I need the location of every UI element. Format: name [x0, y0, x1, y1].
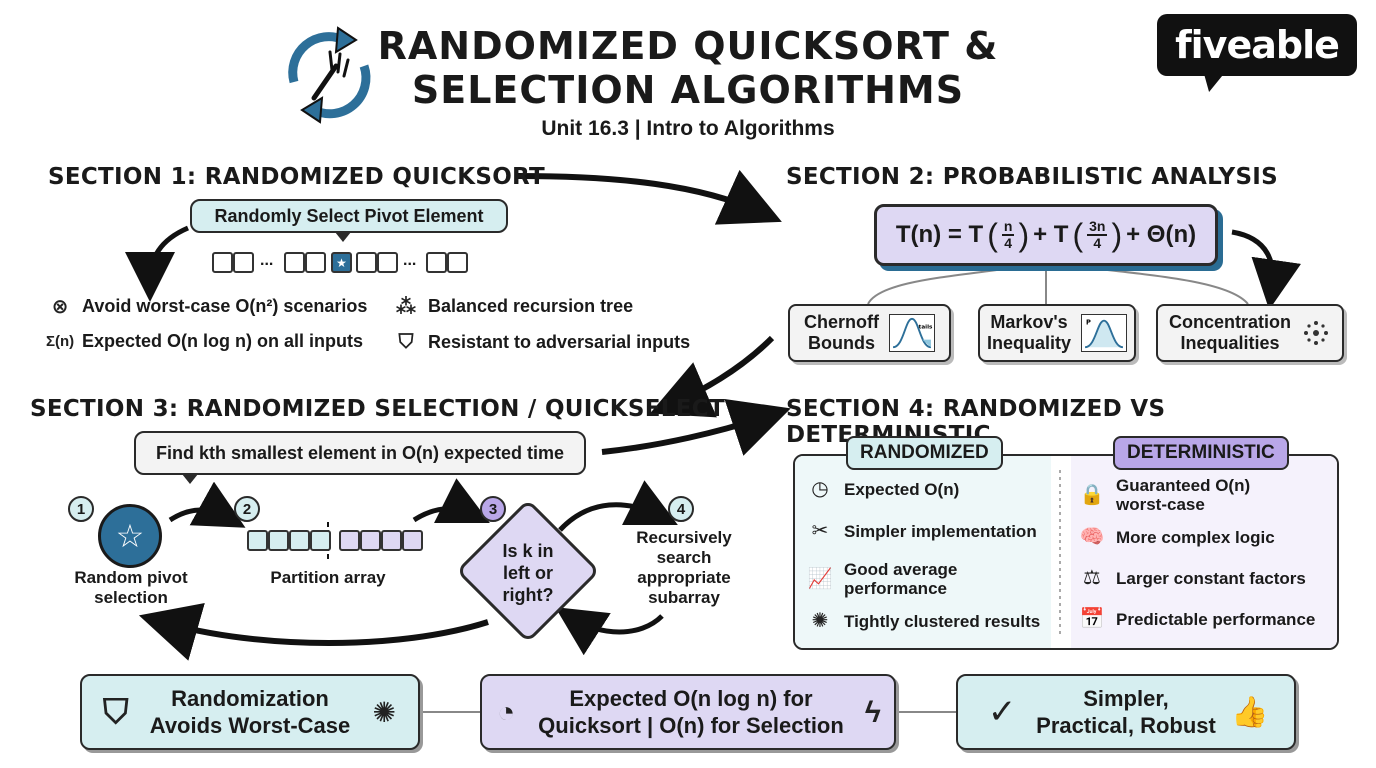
page-title-line2: SELECTION ALGORITHMS: [411, 68, 965, 112]
rand-row-simpler: ✂ Simpler implementation: [806, 520, 1037, 542]
calendar-check-icon: 📅: [1079, 608, 1105, 630]
feature-expected-nlogn: Σ(n) Expected O(n log n) on all inputs: [46, 331, 364, 351]
section2-heading: SECTION 2: PROBABILISTIC ANALYSIS: [786, 164, 1279, 190]
pivot-star-icon: ★: [331, 252, 352, 273]
callout-pointer: [335, 232, 351, 242]
lock-icon: 🔒: [1079, 483, 1105, 506]
secure-network-icon: ✺: [372, 696, 396, 728]
recycle-fork-icon: [288, 26, 371, 124]
feature-adversarial: ⛉ Resistant to adversarial inputs: [392, 331, 691, 354]
det-row-constants: ⚖ Larger constant factors: [1078, 567, 1306, 589]
section1-heading: SECTION 1: RANDOMIZED QUICKSORT: [48, 164, 546, 190]
lightning-icon: ϟ: [864, 695, 881, 729]
brain-icon: 🧠: [1079, 526, 1105, 548]
tools-icon: ✂: [811, 520, 829, 542]
bubble-pointer: [182, 474, 198, 484]
footer-practical: ✓ Simpler,Practical, Robust 👍: [956, 674, 1296, 750]
svg-text:tails: tails: [919, 324, 933, 330]
thumbs-up-icon: 👍: [1231, 695, 1269, 729]
fiveable-logo: fiveable: [1157, 14, 1357, 76]
growth-chart-icon: 📈: [807, 567, 833, 590]
check-icon: ✓: [987, 692, 1017, 731]
random-pivot-star-icon: ☆: [98, 504, 162, 568]
svg-text:P: P: [1086, 318, 1091, 326]
page-title-line1: RANDOMIZED QUICKSORT &: [377, 24, 999, 68]
shield-icon: ⛉: [398, 331, 414, 353]
step-2-label: Partition array: [270, 568, 386, 587]
quickselect-callout: Find kth smallest element in O(n) expect…: [134, 431, 586, 475]
det-row-complex: 🧠 More complex logic: [1079, 526, 1275, 548]
step-4-badge: 4: [668, 496, 694, 522]
feature-balanced-tree: ⁂ Balanced recursion tree: [392, 294, 633, 319]
deterministic-tag: DETERMINISTIC: [1113, 436, 1289, 470]
distribution-icon: P: [1081, 314, 1127, 352]
weight-icon: ⚖: [1083, 567, 1101, 589]
no-symbol-icon: ⊗: [51, 296, 69, 318]
clock-icon: ◷: [811, 478, 829, 500]
speedometer-icon: ◔: [497, 695, 516, 729]
shield-icon: ⛉: [103, 692, 129, 731]
rand-row-clustered: ✺ Tightly clustered results: [806, 610, 1041, 632]
rand-row-expected: ◷ Expected O(n): [806, 478, 959, 500]
array-diagram: ... ★ ...: [212, 252, 482, 276]
pivot-callout: Randomly Select Pivot Element: [190, 199, 508, 233]
partitioned-array: [247, 530, 423, 554]
cluster-icon: ✺: [811, 610, 829, 632]
step-3-badge: 3: [480, 496, 506, 522]
det-row-predictable: 📅 Predictable performance: [1079, 608, 1316, 630]
cluster-icon: [1304, 321, 1328, 345]
step-2-badge: 2: [234, 496, 260, 522]
step-1-badge: 1: [68, 496, 94, 522]
comparison-panel: [793, 454, 1339, 650]
randomized-tag: RANDOMIZED: [846, 436, 1003, 470]
tree-icon: ⁂: [395, 296, 417, 318]
sigma-icon: Σ(n): [46, 333, 75, 350]
bell-curve-tails-icon: tails: [889, 314, 935, 352]
feature-avoid-worst-case: ⊗ Avoid worst-case O(n²) scenarios: [46, 294, 368, 319]
page-subtitle: Unit 16.3 | Intro to Algorithms: [541, 117, 835, 140]
det-row-guaranteed: 🔒 Guaranteed O(n)worst-case: [1079, 476, 1251, 514]
section3-heading: SECTION 3: RANDOMIZED SELECTION / QUICKS…: [30, 396, 725, 422]
